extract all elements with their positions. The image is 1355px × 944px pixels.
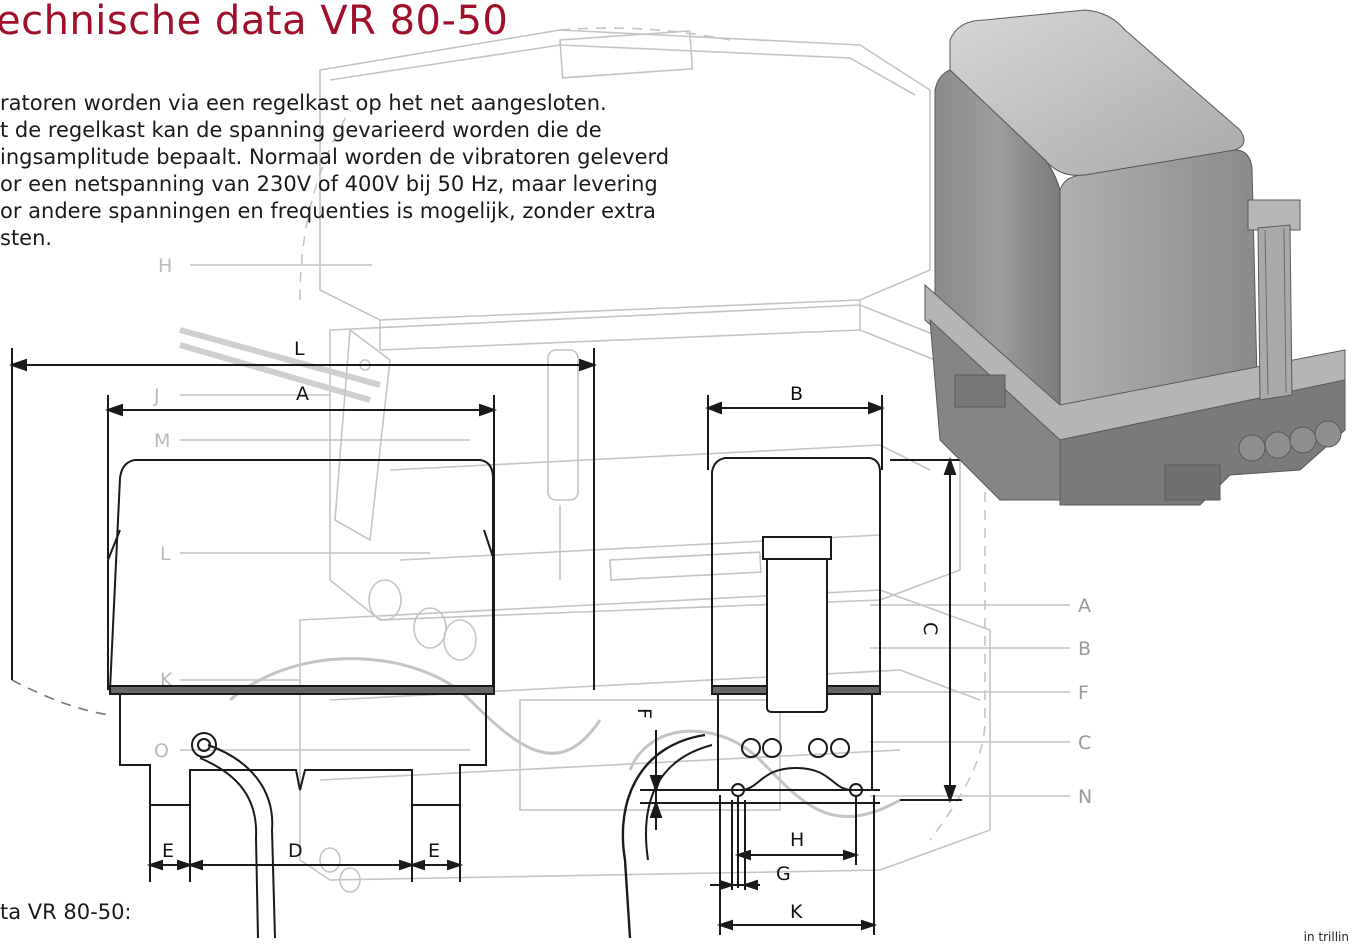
table-caption: ta VR 80-50:: [0, 900, 132, 924]
paragraph-line: sten.: [0, 226, 53, 250]
background-exploded-drawing: [11, 27, 1070, 893]
paragraph-line: t de regelkast kan de spanning gevarieer…: [0, 118, 602, 142]
front-view-dimension-labels: L A E D E: [162, 338, 440, 862]
side-view-dimension-labels: B C F H G K: [633, 383, 941, 923]
dim-label-a: A: [296, 383, 309, 405]
corner-text: in trillin: [1303, 930, 1349, 944]
bg-label-m: M: [154, 430, 170, 452]
dim-label-g: G: [776, 863, 791, 885]
bg-label-n: N: [1078, 786, 1092, 808]
dim-label-f: F: [633, 708, 655, 719]
dim-label-e-left: E: [162, 840, 174, 862]
dim-label-d: D: [288, 840, 303, 862]
background-labels-right: A B F C N: [1078, 595, 1092, 808]
dim-label-h: H: [790, 829, 804, 851]
dim-label-b: B: [790, 383, 803, 405]
bg-label-b: B: [1078, 638, 1091, 660]
dim-label-e-right: E: [428, 840, 440, 862]
dim-label-k: K: [790, 901, 803, 923]
bg-label-l: L: [160, 543, 171, 565]
paragraph-line: ingsamplitude bepaalt. Normaal worden de…: [0, 145, 670, 169]
intro-paragraph: ratoren worden via een regelkast op het …: [0, 90, 860, 252]
bg-label-a: A: [1078, 595, 1091, 617]
paragraph-line: or een netspanning van 230V of 400V bij …: [0, 172, 658, 196]
page-title: echnische data VR 80-50: [0, 0, 509, 44]
dim-label-c: C: [919, 622, 941, 635]
side-view-drawing: [621, 395, 962, 938]
bg-label-f: F: [1078, 682, 1089, 704]
paragraph-line: or andere spanningen en frequenties is m…: [0, 199, 656, 223]
paragraph-line: ratoren worden via een regelkast op het …: [0, 91, 607, 115]
front-view-drawing: [9, 348, 597, 938]
vibrator-3d-render: [924, 9, 1346, 506]
bg-label-h: H: [158, 255, 172, 277]
bg-label-o: O: [154, 740, 169, 762]
bg-label-c: C: [1078, 732, 1091, 754]
bg-label-j: J: [153, 385, 160, 407]
dim-label-l: L: [294, 338, 305, 360]
background-labels-left: H J M L K O: [153, 255, 173, 762]
